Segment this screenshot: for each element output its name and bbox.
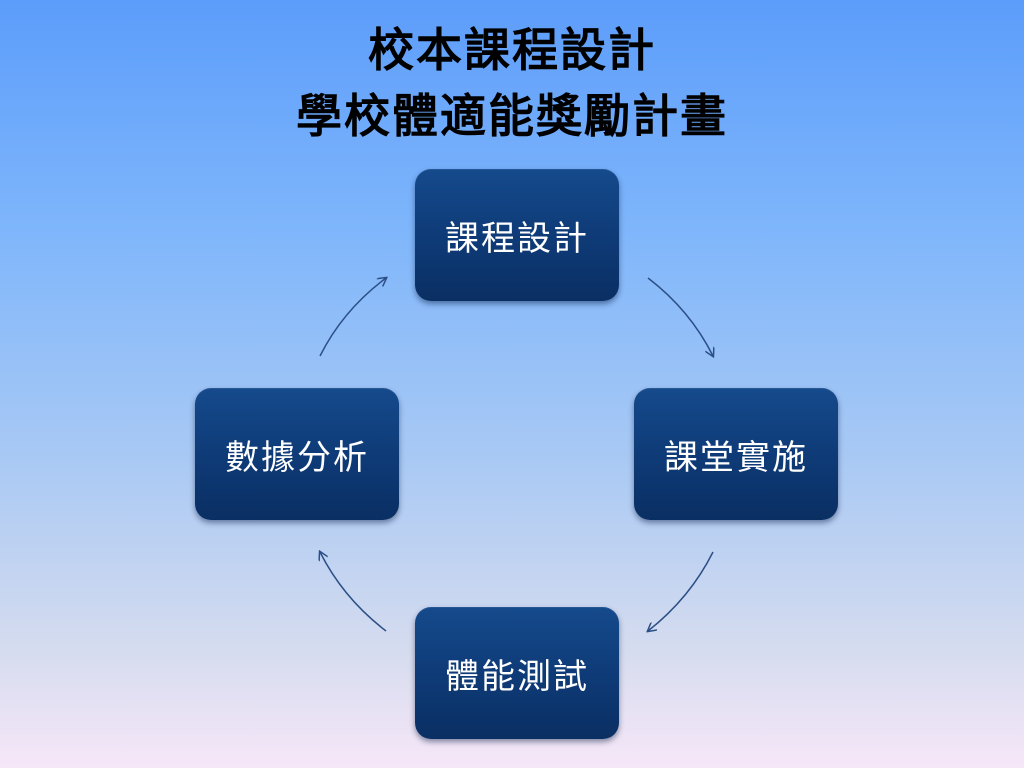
cycle-step-label: 數據分析 (225, 437, 369, 478)
slide-title-line-1: 校本課程設計 (368, 23, 656, 77)
cycle-step-label: 課程設計 (445, 218, 589, 259)
cycle-step-data-analysis: 數據分析 (195, 388, 399, 520)
cycle-step-label: 體能測試 (445, 656, 589, 697)
arrow-top-to-right (647, 277, 713, 356)
cycle-step-curriculum-design: 課程設計 (415, 169, 619, 301)
slide-title-line-2: 學校體適能獎勵計畫 (296, 89, 728, 143)
cycle-step-label: 課堂實施 (664, 437, 808, 478)
cycle-step-fitness-test: 體能測試 (415, 607, 619, 739)
arrow-right-to-bottom (648, 551, 714, 631)
arrow-bottom-to-left (320, 552, 387, 632)
cycle-step-classroom-implementation: 課堂實施 (634, 388, 838, 520)
arrow-left-to-top (319, 278, 386, 357)
